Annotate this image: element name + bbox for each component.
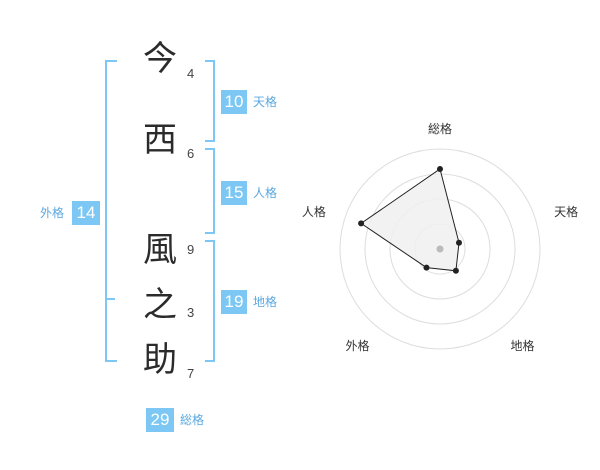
name-char-1: 今 xyxy=(143,39,177,79)
stroke-count-3: 9 xyxy=(187,242,195,257)
jinkaku-value: 15 xyxy=(221,181,247,205)
gaikaku-bracket xyxy=(105,60,117,362)
radar-ring-4 xyxy=(339,148,541,350)
radar-point-4 xyxy=(423,264,430,271)
stroke-count-4: 3 xyxy=(187,305,195,320)
gaikaku-label: 外格 xyxy=(40,206,65,220)
radar-point-3 xyxy=(452,267,459,274)
jinkaku-label: 人格 xyxy=(253,186,278,200)
tenkaku-label: 天格 xyxy=(253,95,278,109)
radar-axis-label-3: 地格 xyxy=(511,338,535,353)
radar-axis-label-1: 総格 xyxy=(428,121,452,136)
name-char-5: 助 xyxy=(143,340,177,380)
chikaku-label: 地格 xyxy=(253,295,278,309)
radar-point-1 xyxy=(437,166,443,172)
radar-point-5 xyxy=(358,220,365,227)
stroke-count-1: 4 xyxy=(187,66,195,81)
jinkaku-bracket xyxy=(205,148,215,234)
soukaku-value: 29 xyxy=(146,408,174,432)
radar-axis-label-2: 天格 xyxy=(554,204,578,219)
radar-polygon xyxy=(360,168,460,272)
name-char-2: 西 xyxy=(143,120,177,160)
radar-point-2 xyxy=(456,239,462,246)
radar-axis-label-4: 外格 xyxy=(345,338,369,353)
chikaku-value: 19 xyxy=(221,290,247,314)
stroke-count-2: 6 xyxy=(187,146,195,161)
radar-axis-label-5: 人格 xyxy=(302,204,326,219)
chikaku-bracket xyxy=(205,240,215,362)
stroke-count-5: 7 xyxy=(187,366,195,381)
gaikaku-value: 14 xyxy=(72,201,100,225)
gaikaku-bracket-mid xyxy=(105,298,115,300)
tenkaku-value: 10 xyxy=(221,90,247,114)
name-char-3: 風 xyxy=(143,230,177,270)
tenkaku-bracket xyxy=(205,60,215,142)
name-char-4: 之 xyxy=(143,285,177,325)
radar-center-dot xyxy=(436,245,444,253)
soukaku-label: 総格 xyxy=(180,413,205,427)
